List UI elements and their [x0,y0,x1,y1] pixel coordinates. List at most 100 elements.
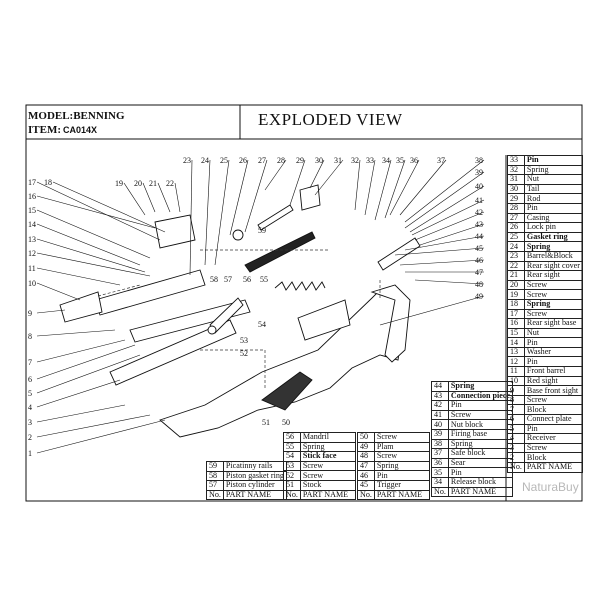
part-number: 51 [283,479,301,491]
front-barrel [59,291,103,323]
barrel-block [94,269,206,316]
part-name: Red sight [523,375,583,387]
part-name: Casing [523,212,583,224]
leader-line [36,282,81,301]
callout-40: 40 [475,182,483,191]
casing-part [232,229,244,241]
part-name: Block [523,452,583,463]
part-name: Screw [373,432,431,443]
callout-56: 56 [243,275,251,284]
part-name: Pin [523,337,583,348]
part-number: 50 [357,432,375,443]
callout-24: 24 [201,156,209,165]
part-name: Piston gasket ring [222,470,287,482]
leader-line [36,252,151,277]
part-number: 41 [431,409,449,421]
callout-34: 34 [382,156,390,165]
part-name: Connect plate [523,414,583,425]
part-name: Screw [447,409,514,421]
leader-line [404,159,485,223]
leader-line [364,159,376,216]
part-name: Lock pin [523,222,583,233]
callout-17: 17 [28,178,36,187]
leader-line [142,182,156,213]
assembly-line [97,284,141,297]
part-name: Nut [523,327,583,339]
part-name: Stick face [299,451,357,462]
part-number: 22 [507,260,525,272]
part-number: 29 [507,193,525,204]
part-number: 32 [507,164,525,176]
leader-line [264,159,287,191]
part-number: 48 [357,451,375,462]
part-name: Spring [523,241,583,252]
part-name: Spring [447,438,514,450]
part-name: Firing base [447,428,514,440]
part-number: 7 [507,404,525,416]
leader-line [404,235,485,251]
callout-9: 9 [28,309,32,318]
part-name: Pin [447,467,514,478]
part-name: Pin [523,202,583,214]
leader-line [157,182,171,213]
part-name: Receiver [523,433,583,444]
part-number: 8 [507,394,525,406]
part-number: 15 [507,327,525,339]
part-number: 56 [283,432,301,443]
leader-line [419,223,485,246]
piston-cylinder [109,319,237,386]
part-number: 3 [507,442,525,454]
part-name: Washer [523,346,583,358]
stick-face [297,299,351,341]
leader-line [36,209,151,259]
callout-22: 22 [166,179,174,188]
leader-line [399,159,447,216]
part-number: 25 [507,231,525,243]
part-name: Release block [447,476,514,488]
callout-12: 12 [28,249,36,258]
callout-28: 28 [277,156,285,165]
leader-line [189,159,193,276]
callout-47: 47 [475,268,483,277]
callout-10: 10 [28,279,36,288]
part-name: Spring [523,164,583,176]
callout-19: 19 [115,179,123,188]
receiver-part [129,299,251,343]
leader-line [389,159,420,216]
table-header-row: No.PART NAME [431,486,514,498]
part-number: 27 [507,212,525,224]
part-name: Connection piece [447,390,514,402]
table-header-row: No.PART NAME [507,462,583,473]
part-name: PART NAME [523,462,583,473]
part-number: 35 [431,467,449,478]
leader-line [314,159,344,196]
part-name: Mandril [299,432,357,443]
